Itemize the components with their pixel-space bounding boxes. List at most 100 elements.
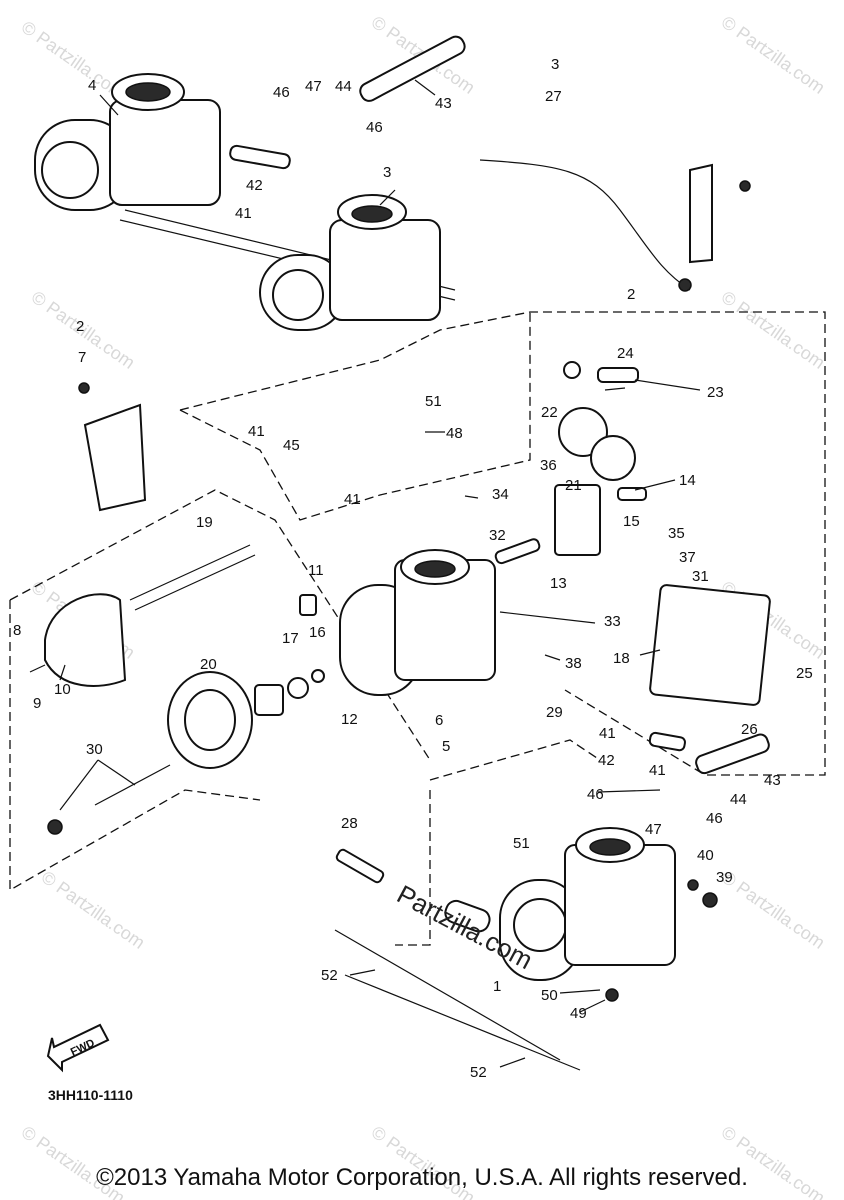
callout-47: 47 xyxy=(305,78,322,95)
callout-14: 14 xyxy=(679,472,696,489)
carb-3-cap xyxy=(272,269,324,321)
callout-26: 26 xyxy=(741,721,758,738)
callout-16: 16 xyxy=(309,624,326,641)
bracket-screw xyxy=(739,180,751,192)
callout-3: 3 xyxy=(383,164,391,181)
callout-41: 41 xyxy=(649,762,666,779)
part-19-spring xyxy=(129,544,256,611)
callout-40: 40 xyxy=(697,847,714,864)
hose-43-lower xyxy=(695,733,770,775)
callout-22: 22 xyxy=(541,404,558,421)
callout-36: 36 xyxy=(540,457,557,474)
part-28-spring xyxy=(335,848,385,884)
callout-44: 44 xyxy=(335,78,352,95)
bracket-7 xyxy=(78,382,147,512)
frame-group-2-left xyxy=(179,312,531,521)
callout-41: 41 xyxy=(344,491,361,508)
callout-43: 43 xyxy=(764,772,781,789)
callout-24: 24 xyxy=(617,345,634,362)
callout-41: 41 xyxy=(235,205,252,222)
callout-37: 37 xyxy=(679,549,696,566)
callout-47: 47 xyxy=(645,821,662,838)
callout-51: 51 xyxy=(425,393,442,410)
callout-33: 33 xyxy=(604,613,621,630)
callout-30: 30 xyxy=(86,741,103,758)
throttle-cable xyxy=(479,159,691,291)
diagram-code: 3HH110-1110 xyxy=(48,1087,133,1103)
part-36-bracket xyxy=(554,484,601,556)
part-40-washer xyxy=(687,879,699,891)
part-30-needle xyxy=(94,764,171,806)
callout-42: 42 xyxy=(246,177,263,194)
callout-49: 49 xyxy=(570,1005,587,1022)
callout-41: 41 xyxy=(599,725,616,742)
callout-34: 34 xyxy=(492,486,509,503)
callout-32: 32 xyxy=(489,527,506,544)
watermark-text: © Partzilla.com xyxy=(38,867,149,953)
callout-51: 51 xyxy=(513,835,530,852)
carburetor-rear-assembly xyxy=(34,35,466,331)
part-10-cover xyxy=(44,593,127,687)
carb-4-bore-inner xyxy=(125,82,171,102)
carb-3-body xyxy=(329,219,441,321)
callout-46: 46 xyxy=(706,810,723,827)
hose-43 xyxy=(359,35,466,102)
callouts: 4 46 47 44 43 46 42 41 3 3 27 2 2 7 24 2… xyxy=(13,56,813,1081)
callout-46: 46 xyxy=(366,119,383,136)
part-18-cover xyxy=(649,584,771,706)
bracket-bolt xyxy=(78,382,90,394)
frame-group-lower-left-2 xyxy=(9,600,261,892)
hose-lower xyxy=(444,899,491,933)
callout-5: 5 xyxy=(442,738,450,755)
part-49-nut xyxy=(605,988,619,1002)
callout-44: 44 xyxy=(730,791,747,808)
part-16-seal xyxy=(311,669,325,683)
callout-25: 25 xyxy=(796,665,813,682)
callout-4: 4 xyxy=(88,77,96,94)
callout-17: 17 xyxy=(282,630,299,647)
callout-11: 11 xyxy=(308,562,324,579)
callout-8: 8 xyxy=(13,622,21,639)
part-52-rod-lower xyxy=(344,974,581,1071)
callout-18: 18 xyxy=(613,650,630,667)
part-20-piston xyxy=(254,684,284,716)
callout-42: 42 xyxy=(598,752,615,769)
callout-46: 46 xyxy=(587,786,604,803)
carburetor-front-center xyxy=(339,538,541,696)
watermark-text: © Partzilla.com xyxy=(718,12,829,98)
part-21-seal-2 xyxy=(590,435,636,481)
callout-2: 2 xyxy=(76,318,84,335)
callout-2: 2 xyxy=(627,286,635,303)
callout-29: 29 xyxy=(546,704,563,721)
callout-9: 9 xyxy=(33,695,41,712)
callout-43: 43 xyxy=(435,95,452,112)
callout-46: 46 xyxy=(273,84,290,101)
joint-42-lower xyxy=(648,731,686,752)
callout-6: 6 xyxy=(435,712,443,729)
callout-3: 3 xyxy=(551,56,559,73)
callout-19: 19 xyxy=(196,514,213,531)
carb-center-bore-inner xyxy=(414,560,456,578)
part-24-nut xyxy=(563,361,581,379)
fwd-arrow-shape xyxy=(46,1023,110,1073)
part-14-screw xyxy=(617,487,647,501)
carb-3-bore-inner xyxy=(351,205,393,223)
watermark-text: © Partzilla.com xyxy=(718,867,829,953)
part-20-diaphragm-inner xyxy=(184,689,236,751)
watermark-text: © Partzilla.com xyxy=(718,287,829,373)
part-32-shaft xyxy=(494,538,541,565)
callout-12: 12 xyxy=(341,711,358,728)
copyright-footer: ©2013 Yamaha Motor Corporation, U.S.A. A… xyxy=(96,1164,748,1191)
callout-52: 52 xyxy=(470,1064,487,1081)
callout-31: 31 xyxy=(692,568,709,585)
carb-lower-body xyxy=(564,844,676,966)
cable-bracket xyxy=(689,163,713,264)
carb-lower-bore-inner xyxy=(589,838,631,856)
part-17-ring xyxy=(287,677,309,699)
carb-bracket xyxy=(83,403,147,512)
part-11-holder xyxy=(299,594,317,616)
callout-39: 39 xyxy=(716,869,733,886)
callout-7: 7 xyxy=(78,349,86,366)
carb-4-body xyxy=(109,99,221,206)
